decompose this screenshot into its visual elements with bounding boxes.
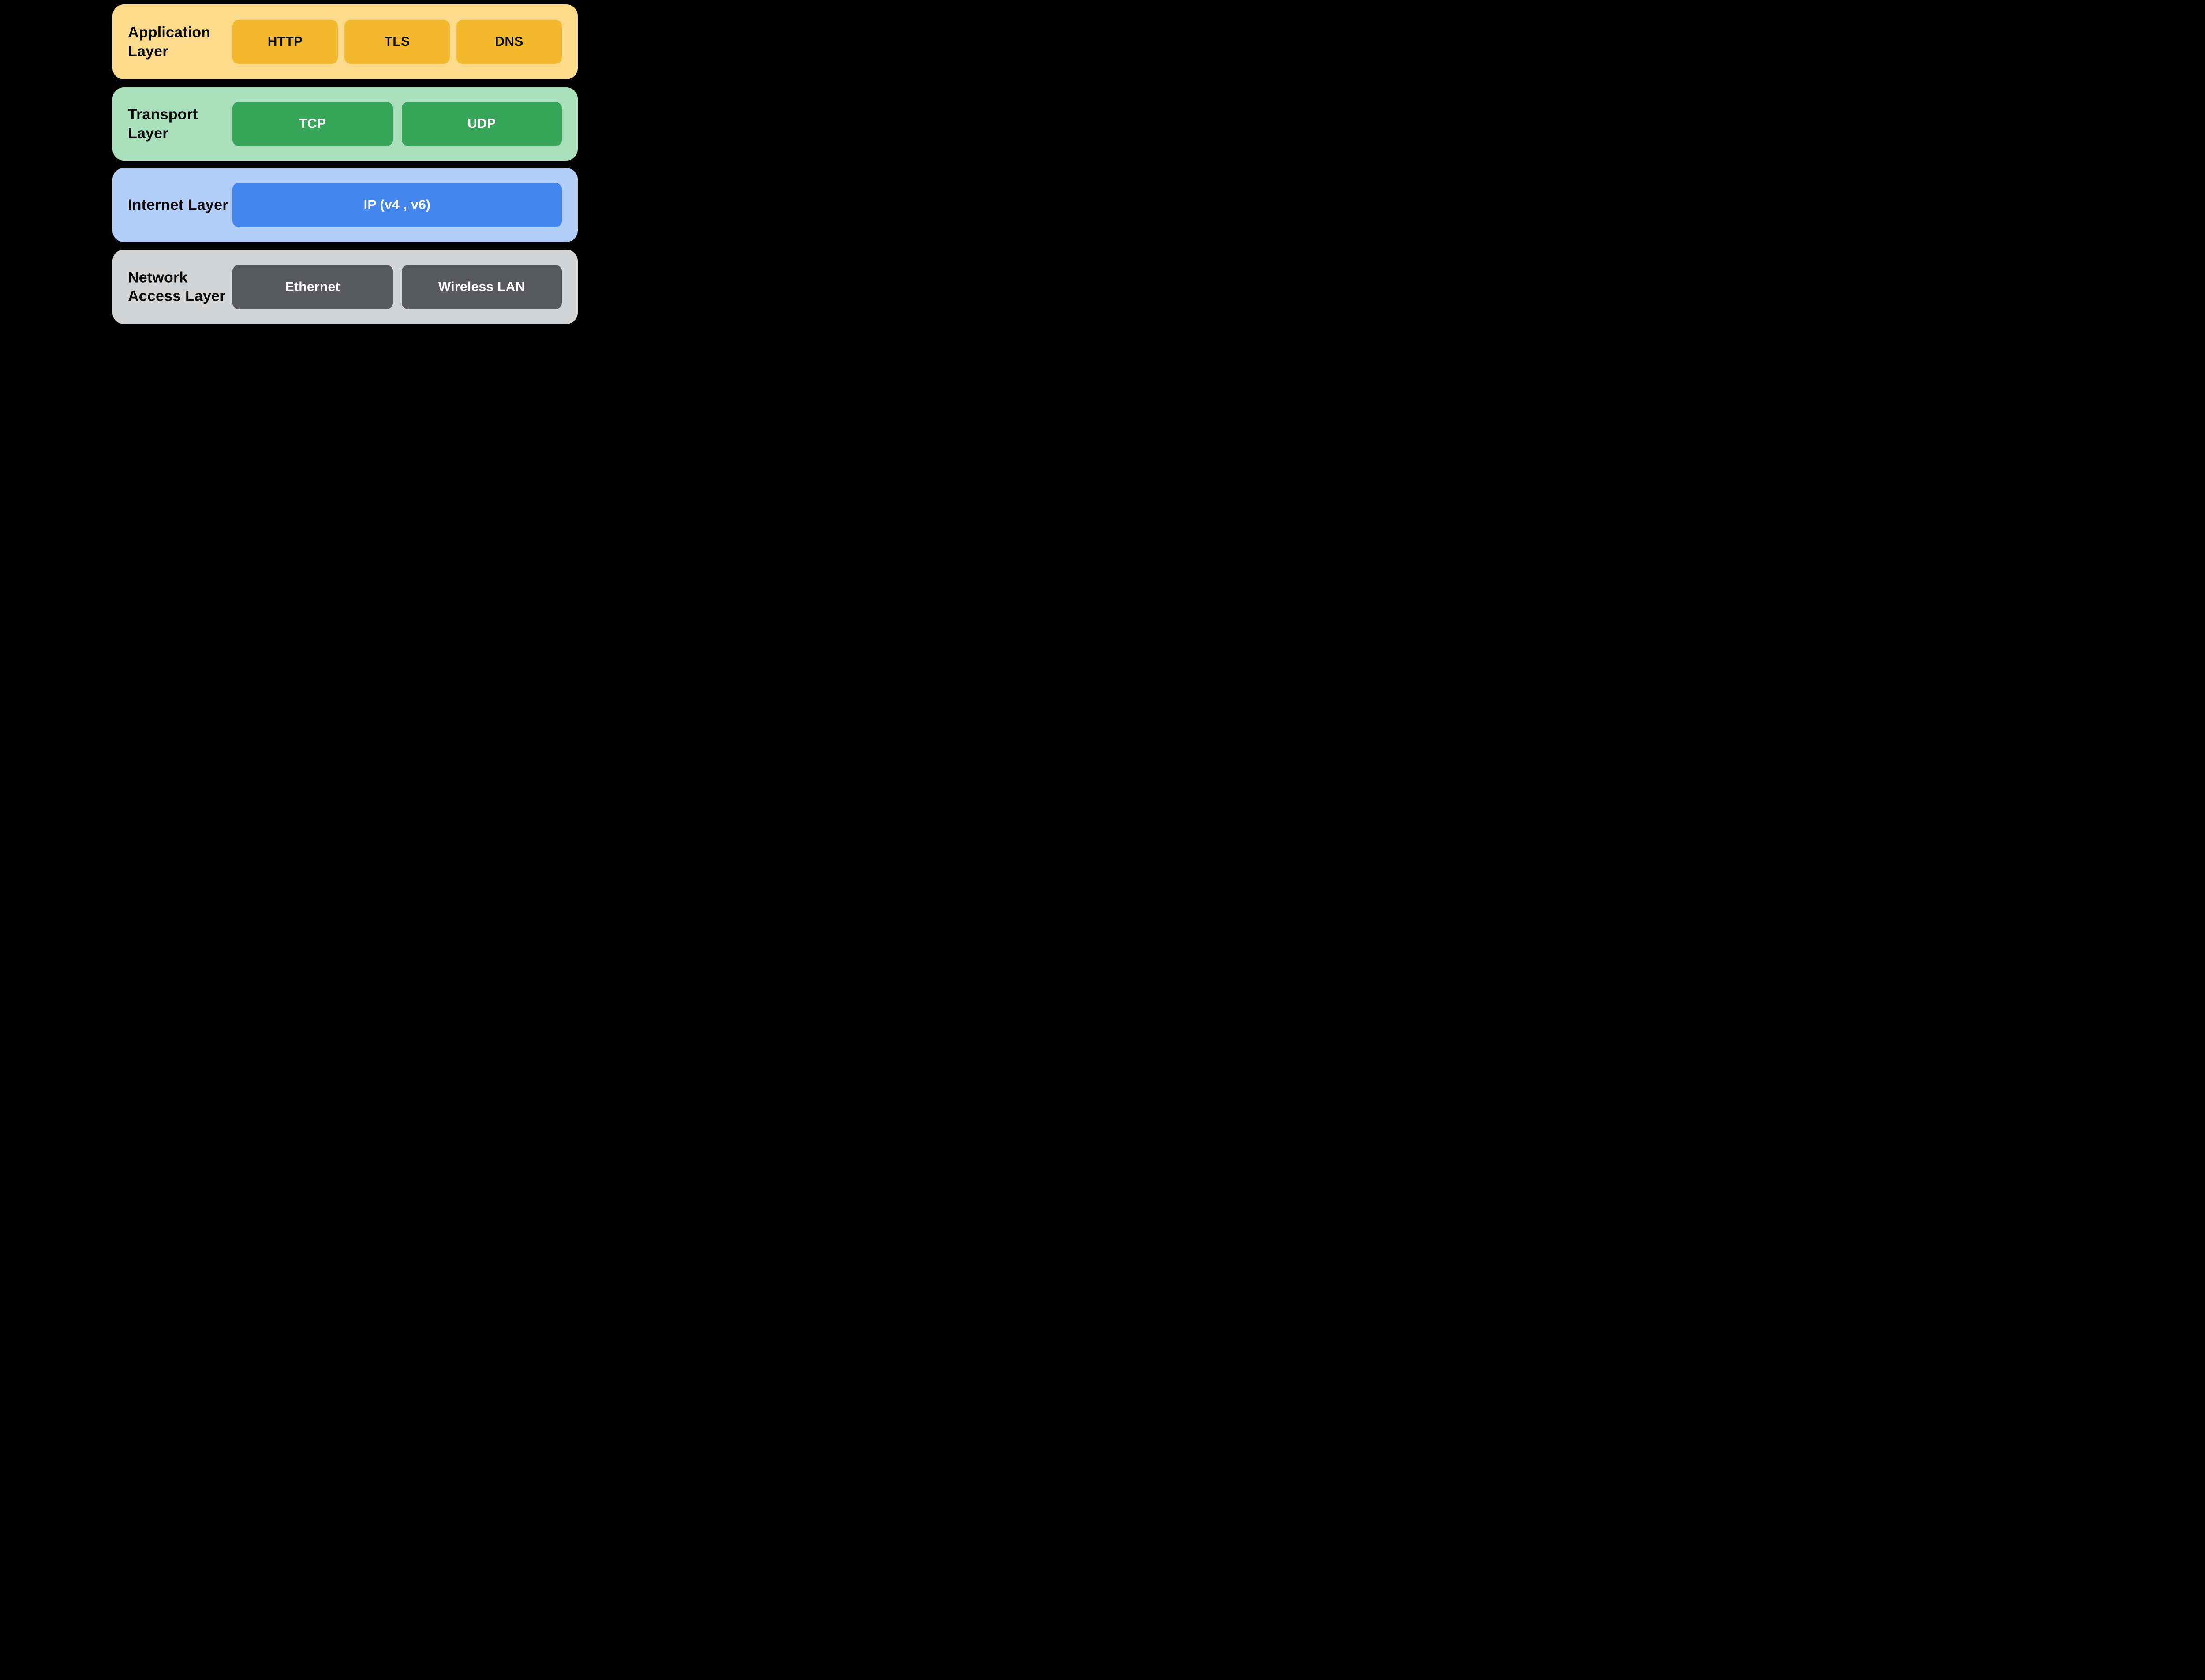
- layer-label-transport: Transport Layer: [128, 106, 198, 142]
- protocol-box-wireless-lan: Wireless LAN: [401, 265, 562, 309]
- protocol-box-ip-v4-v6: IP (v4 , v6): [232, 183, 562, 227]
- layer-label-network-access: Network Access Layer: [128, 269, 226, 305]
- protocol-box-dns: DNS: [456, 20, 562, 64]
- protocol-box-tcp: TCP: [232, 102, 393, 146]
- layer-label-internet: Internet Layer: [128, 196, 228, 213]
- protocol-box-ethernet: Ethernet: [232, 265, 393, 309]
- protocol-boxes-internet: IP (v4 , v6): [232, 168, 562, 242]
- protocol-box-tls: TLS: [344, 20, 450, 64]
- protocol-box-http: HTTP: [232, 20, 338, 64]
- layer-label-application: Application Layer: [128, 24, 211, 60]
- protocol-box-udp: UDP: [401, 102, 562, 146]
